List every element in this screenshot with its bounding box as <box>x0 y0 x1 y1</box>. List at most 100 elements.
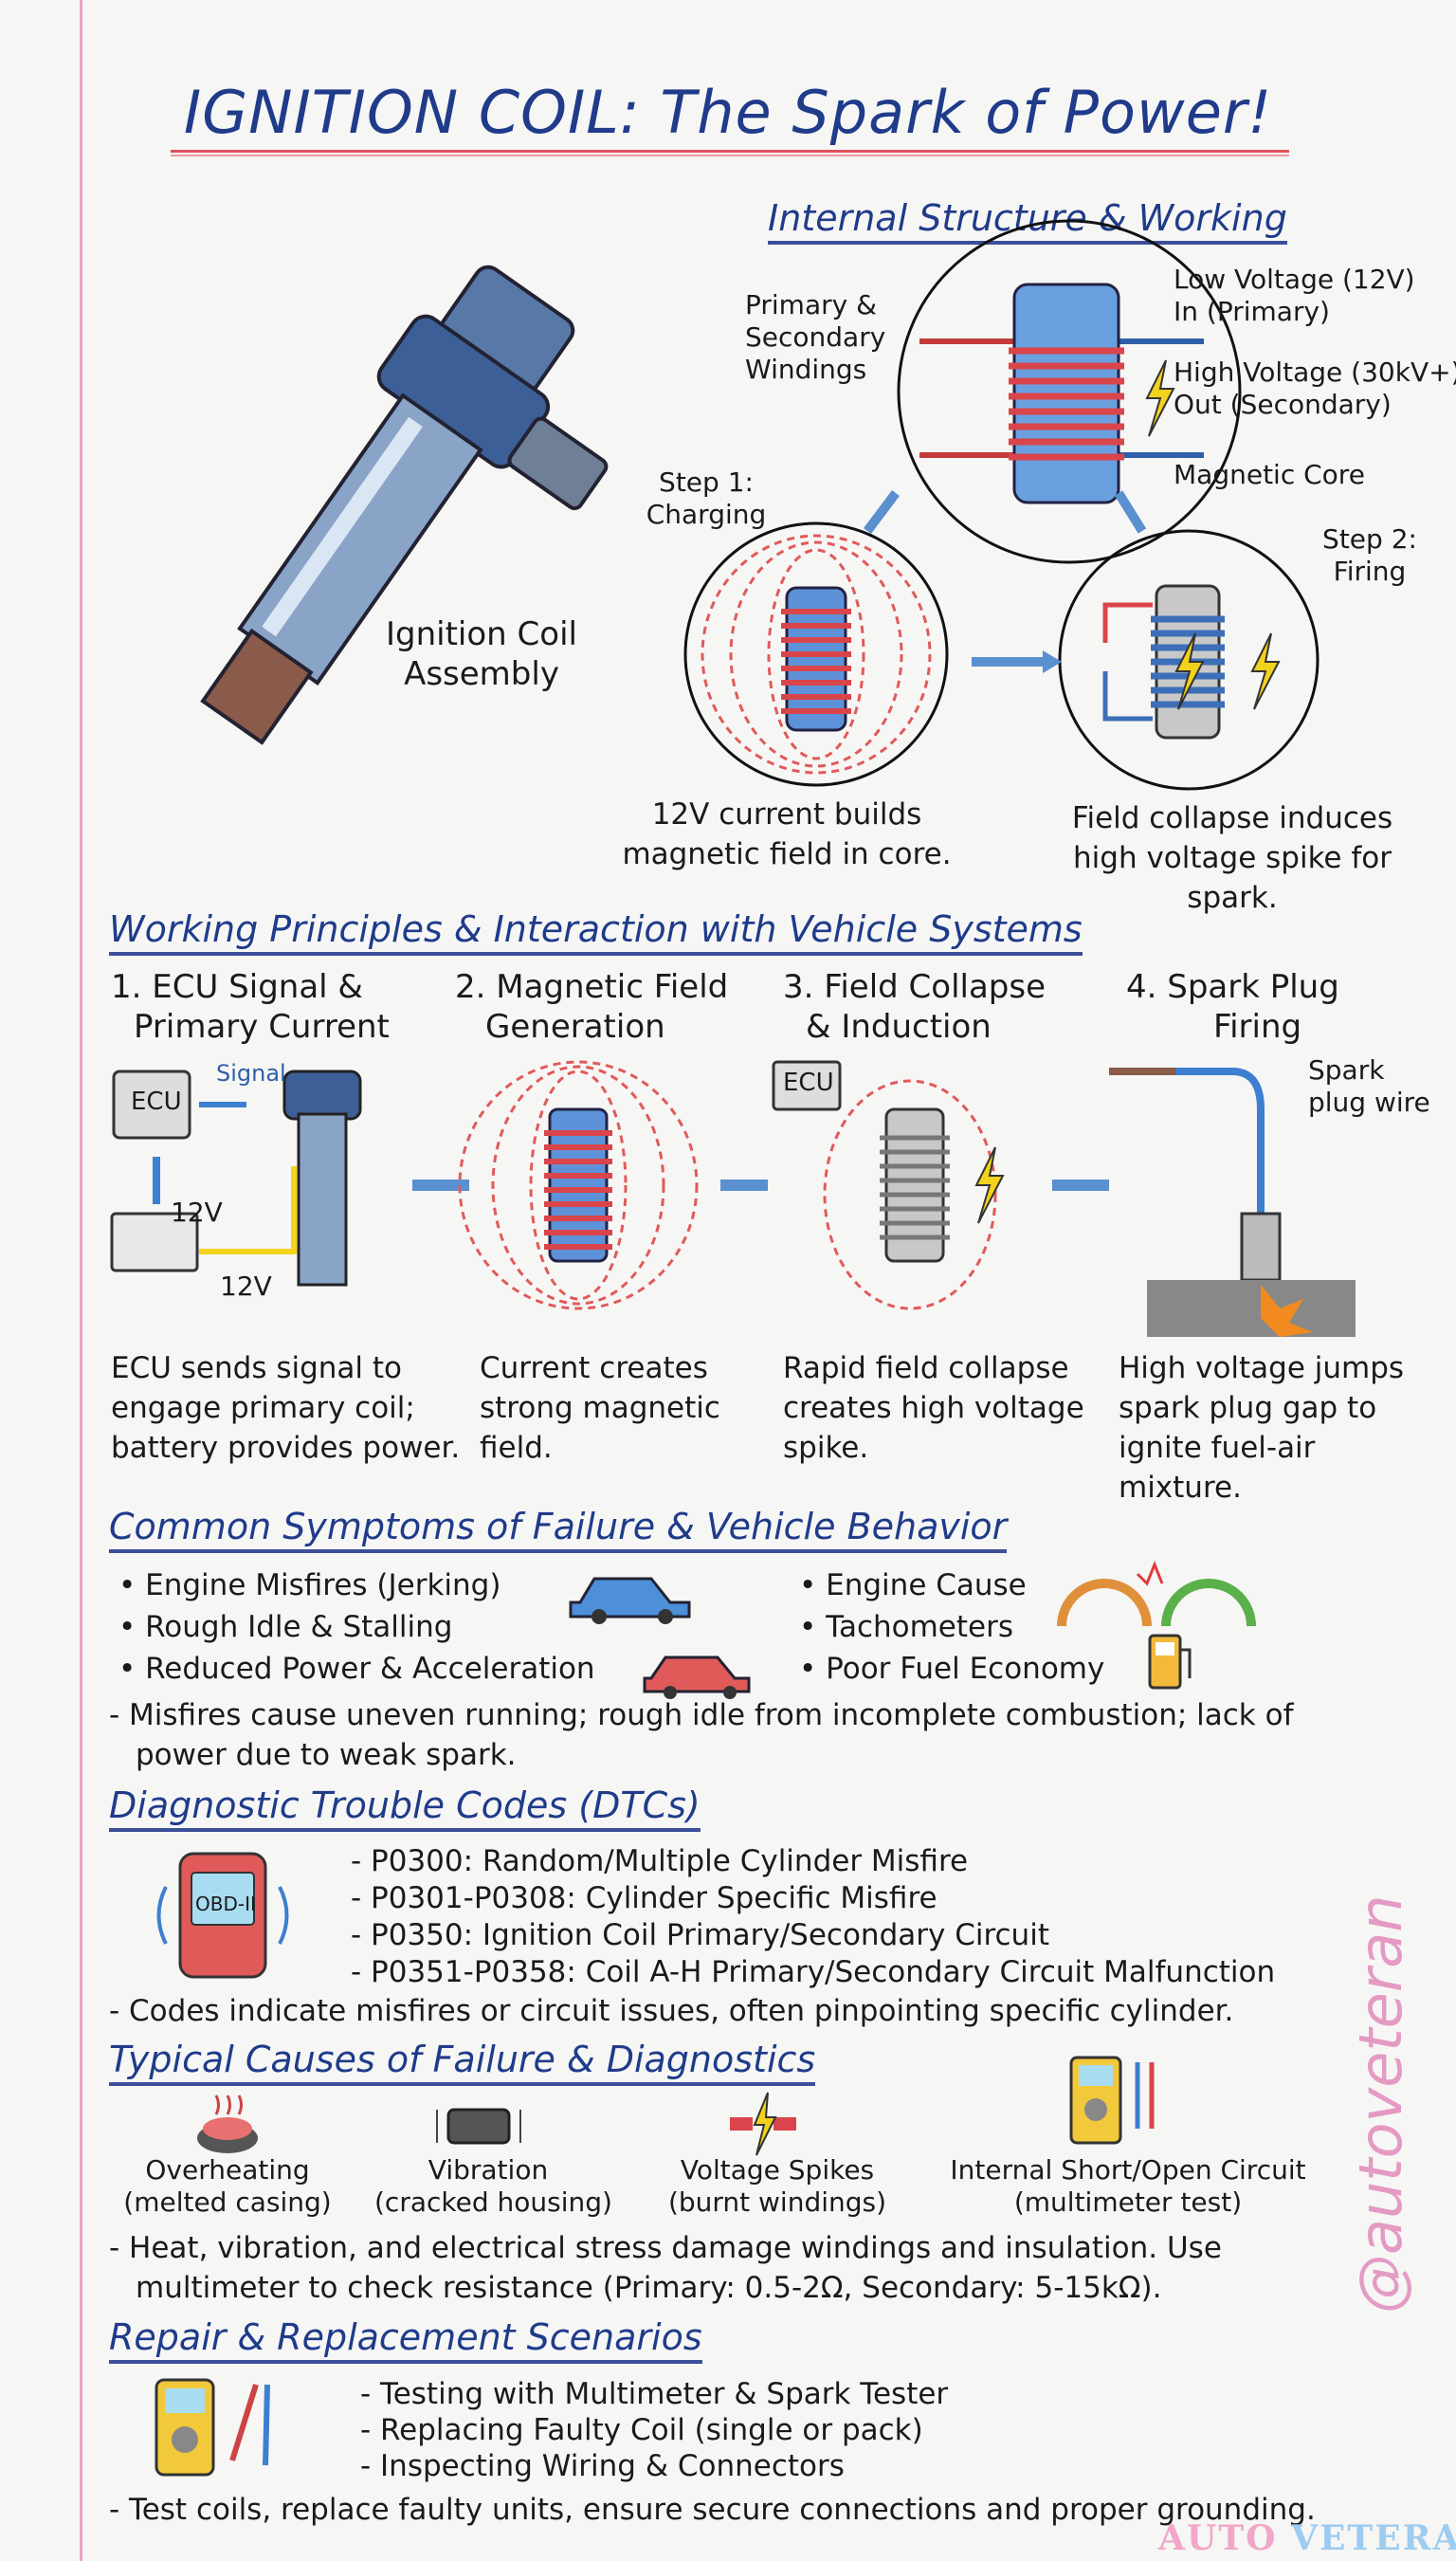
list-item: • Tachometers <box>799 1610 1013 1644</box>
caption-line: strong magnetic <box>480 1391 720 1425</box>
note-line: multimeter to check resistance (Primary:… <box>136 2271 1162 2305</box>
arrow-icons <box>864 490 1147 673</box>
note-line: - Misfires cause uneven running; rough i… <box>109 1698 1294 1732</box>
dtc-code: - P0350: Ignition Coil Primary/Secondary… <box>351 1918 1049 1952</box>
dtc-code: - P0301-P0308: Cylinder Specific Misfire <box>351 1881 937 1915</box>
cause-subtitle: (burnt windings) <box>667 2186 887 2218</box>
caption-line: mixture. <box>1119 1471 1242 1505</box>
label-line: Assembly <box>404 655 559 693</box>
label-line: Firing <box>1333 556 1407 587</box>
step-1-caption: ECU sends signal to engage primary coil;… <box>111 1348 460 1468</box>
dtc-code: - P0300: Random/Multiple Cylinder Misfir… <box>351 1844 969 1878</box>
ignition-coil-illustration <box>200 265 609 745</box>
cause-title: Vibration <box>428 2154 549 2186</box>
title-line: Primary Current <box>134 1008 390 1046</box>
caption-line: Field collapse induces <box>1071 801 1393 835</box>
note-line: - Heat, vibration, and electrical stress… <box>109 2231 1222 2265</box>
multimeter-icon <box>1069 2056 1155 2145</box>
page-title: IGNITION COIL: The Spark of Power! <box>183 78 1273 147</box>
dtc-heading: Diagnostic Trouble Codes (DTCs) <box>109 1784 701 1832</box>
obd-scanner-icon <box>156 1852 289 1979</box>
low-voltage-label: Low Voltage (12V) In (Primary) <box>1174 264 1415 328</box>
label-line: plug wire <box>1308 1087 1430 1118</box>
charging-caption: 12V current builds magnetic field in cor… <box>616 795 957 874</box>
car-slow-icon <box>643 1656 751 1699</box>
internal-structure-heading: Internal Structure & Working <box>768 197 1287 245</box>
ecu-label: ECU <box>131 1088 182 1116</box>
caption-line: spark plug gap to <box>1119 1391 1377 1425</box>
causes-heading: Typical Causes of Failure & Diagnostics <box>109 2039 816 2086</box>
list-item: - Replacing Faulty Coil (single or pack) <box>360 2413 923 2447</box>
watermark-handle: @autoveteran <box>1346 1894 1415 2314</box>
dtc-code: - P0351-P0358: Coil A-H Primary/Secondar… <box>351 1955 1276 1989</box>
cause-overheating: Overheating (melted casing) <box>123 2154 332 2219</box>
coil-assembly-label: Ignition Coil Assembly <box>377 614 586 694</box>
caption-line: Current creates <box>480 1351 708 1385</box>
symptoms-heading: Common Symptoms of Failure & Vehicle Beh… <box>109 1506 1008 1553</box>
margin-line <box>80 0 82 2561</box>
high-voltage-label: High Voltage (30kV+) Out (Secondary) <box>1174 357 1456 421</box>
cause-title: Internal Short/Open Circuit <box>950 2154 1306 2186</box>
cause-title: Voltage Spikes <box>680 2154 875 2186</box>
list-item: • Poor Fuel Economy <box>799 1652 1105 1686</box>
step-4-title: 4. Spark Plug Firing <box>1126 967 1339 1047</box>
causes-note: - Heat, vibration, and electrical stress… <box>109 2228 1222 2308</box>
overheating-icon <box>197 2095 258 2153</box>
step-2-title: 2. Magnetic Field Generation <box>455 967 728 1047</box>
caption-line: 12V current builds <box>651 797 922 832</box>
12v-label: 12V <box>171 1197 223 1228</box>
list-item: • Engine Misfires (Jerking) <box>118 1568 501 1602</box>
spark-plug-diagram <box>1109 1068 1356 1337</box>
title-line: 3. Field Collapse <box>783 968 1046 1006</box>
list-item: • Reduced Power & Acceleration <box>118 1652 595 1686</box>
multimeter-spark-tester-icon <box>155 2378 270 2477</box>
title-line: 2. Magnetic Field <box>455 968 729 1006</box>
label-line: In (Primary) <box>1174 296 1330 327</box>
caption-line: engage primary coil; <box>111 1391 415 1425</box>
note-line: power due to weak spark. <box>136 1738 517 1772</box>
firing-caption: Field collapse induces high voltage spik… <box>1052 798 1412 918</box>
repair-list: - Testing with Multimeter & Spark Tester… <box>360 2376 948 2484</box>
caption-line: magnetic field in core. <box>622 837 952 871</box>
fuel-pump-icon <box>1148 1634 1192 1690</box>
caption-line: ECU sends signal to <box>111 1351 403 1385</box>
symptoms-right-list: • Engine Cause • Tachometers • Poor Fuel… <box>799 1564 1104 1690</box>
step-3-title: 3. Field Collapse & Induction <box>783 967 1046 1047</box>
signal-label: Signal <box>216 1060 286 1087</box>
magnetic-core-label: Magnetic Core <box>1174 459 1365 490</box>
cause-internal-short: Internal Short/Open Circuit (multimeter … <box>929 2154 1327 2219</box>
title-line: Generation <box>485 1008 665 1046</box>
voltage-spike-icon <box>730 2092 796 2156</box>
ecu-circuit-diagram <box>110 1070 362 1287</box>
title-line: 1. ECU Signal & <box>111 968 363 1006</box>
dtc-note: - Codes indicate misfires or circuit iss… <box>109 1994 1234 2028</box>
cause-subtitle: (cracked housing) <box>374 2186 612 2218</box>
item-text: Poor Fuel Economy <box>826 1652 1105 1686</box>
field-collapse-diagram <box>720 1060 1109 1310</box>
list-item: • Engine Cause <box>799 1568 1027 1602</box>
caption-line: battery provides power. <box>111 1431 461 1465</box>
title-line: Firing <box>1213 1008 1302 1046</box>
symptoms-note: - Misfires cause uneven running; rough i… <box>109 1695 1294 1775</box>
12v-label: 12V <box>220 1271 272 1302</box>
item-text: Engine Cause <box>826 1568 1027 1602</box>
caption-line: High voltage jumps <box>1119 1351 1405 1385</box>
label-line: Step 1: <box>659 466 754 498</box>
label-line: Step 2: <box>1322 523 1417 555</box>
label-line: Ignition Coil <box>386 615 577 653</box>
list-item: - Testing with Multimeter & Spark Tester <box>360 2377 949 2411</box>
windings-label: Primary & Secondary Windings <box>745 289 885 386</box>
caption-line: field. <box>480 1431 553 1465</box>
label-line: High Voltage (30kV+) <box>1174 357 1456 388</box>
car-shaking-icon <box>569 1577 691 1624</box>
label-line: Secondary <box>745 321 886 353</box>
gauges-icon <box>1057 1560 1256 1627</box>
ecu-label: ECU <box>783 1069 834 1097</box>
magnetic-field-diagram <box>412 1060 699 1310</box>
obd-label: OBD-II <box>195 1893 256 1915</box>
repair-heading: Repair & Replacement Scenarios <box>109 2316 702 2364</box>
label-line: Primary & <box>745 289 877 320</box>
spark-plug-wire-label: Spark plug wire <box>1308 1054 1430 1119</box>
step2-label: Step 2: Firing <box>1308 523 1431 588</box>
caption-line: high voltage spike for <box>1073 841 1392 875</box>
